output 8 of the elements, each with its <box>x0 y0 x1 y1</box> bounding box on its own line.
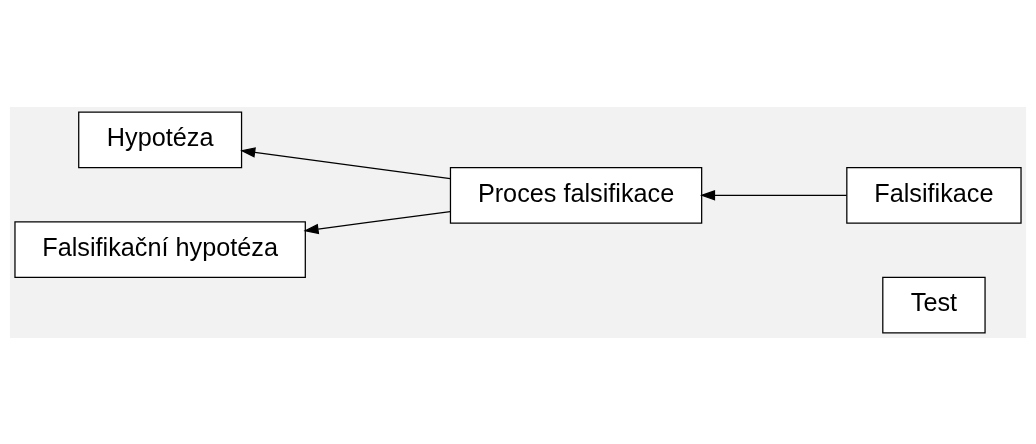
arrow <box>240 146 451 179</box>
node-box: Falsifikace <box>846 166 1022 224</box>
node-box: Test <box>882 276 986 334</box>
arrow <box>699 189 848 201</box>
node-box: Proces falsifikace <box>449 166 703 224</box>
node-box: Falsifikační hypotéza <box>14 220 306 278</box>
node-box: Hypotéza <box>78 110 243 168</box>
arrow <box>303 210 451 234</box>
